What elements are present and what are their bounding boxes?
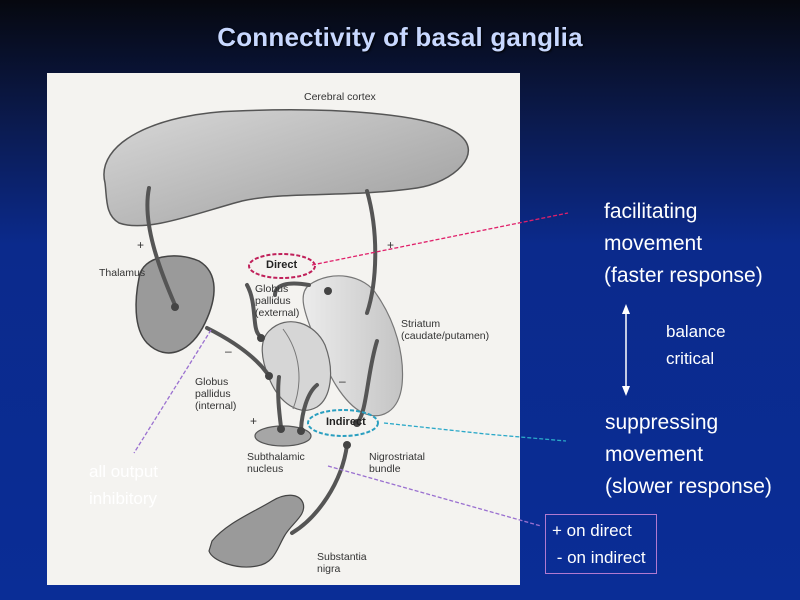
label-subthalamic-nucleus: Subthalamic nucleus [247, 451, 305, 475]
label-nigrostriatal-bundle: Nigrostriatal bundle [369, 451, 426, 475]
output-annotation: all output inhibitory [89, 462, 158, 508]
sign-stn-plus: + [250, 414, 258, 428]
direct-pathway-label: Direct [266, 259, 298, 271]
indirect-connector-line [383, 422, 567, 442]
label-thalamus: Thalamus [99, 267, 146, 279]
globus-pallidus-divider [282, 328, 300, 410]
basal-ganglia-figure: Cerebral cortex Thalamus Globus pallidus… [47, 73, 520, 585]
substantia-nigra-shape [208, 494, 305, 568]
direct-indirect-note-box: + on direct - on indirect [545, 514, 657, 574]
label-striatum: Striatum (caudate/putamen) [401, 318, 490, 342]
label-globus-pallidus-external: Globus pallidus (external) [255, 283, 300, 319]
indirect-highlight-ellipse [307, 409, 379, 437]
sign-thalamus-plus: + [137, 238, 145, 252]
sign-gpi-minus: – [225, 344, 232, 358]
direct-highlight-ellipse [248, 253, 316, 279]
note-on-direct: + on direct [552, 521, 632, 540]
note-connector-line [327, 465, 542, 527]
label-substantia-nigra: Substantia nigra [317, 551, 367, 575]
label-cerebral-cortex: Cerebral cortex [304, 91, 376, 103]
note-on-indirect: - on indirect [552, 548, 646, 567]
balance-annotation: balance critical [666, 322, 726, 368]
output-connector-line [133, 329, 212, 454]
facilitating-annotation: facilitating movement (faster response) [604, 200, 763, 287]
balance-arrow-down-head [622, 386, 630, 396]
brain-diagram [103, 109, 470, 568]
sign-cortex-plus: + [387, 238, 395, 252]
slide-title: Connectivity of basal ganglia [217, 22, 583, 52]
suppressing-annotation: suppressing movement (slower response) [605, 411, 772, 498]
label-globus-pallidus-internal: Globus pallidus (internal) [195, 376, 237, 412]
sign-gpe-minus: – [339, 374, 346, 388]
balance-arrow-up-head [622, 304, 630, 314]
direct-connector-line [311, 212, 569, 266]
indirect-pathway-label: Indirect [326, 416, 366, 428]
